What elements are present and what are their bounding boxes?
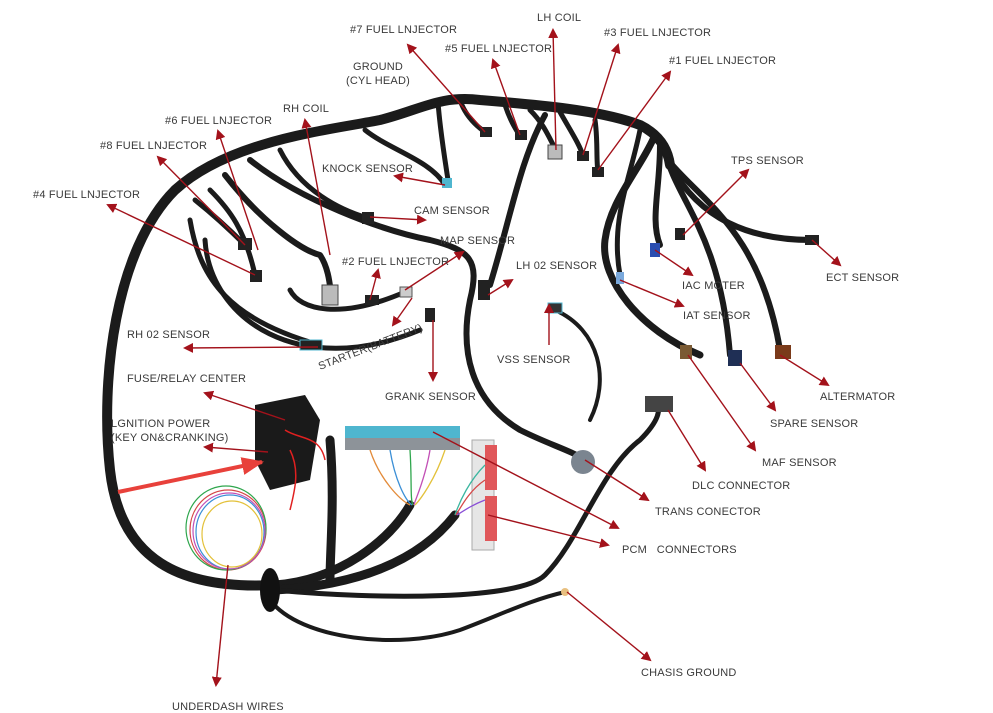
label-ground-cyl-head: (CYL HEAD)	[346, 75, 410, 87]
label-rh-o2-sensor: RH 02 SENSOR	[127, 329, 210, 341]
label-fuel-injector-3: #3 FUEL LNJECTOR	[604, 27, 711, 39]
label-pcm-connectors: PCM CONNECTORS	[622, 544, 737, 556]
label-map-sensor: MAP SENSOR	[440, 235, 515, 247]
label-tps-sensor: TPS SENSOR	[731, 155, 804, 167]
harness-cables	[102, 94, 815, 642]
label-trans-connector: TRANS CONECTOR	[655, 506, 761, 518]
label-fuel-injector-6: #6 FUEL LNJECTOR	[165, 115, 272, 127]
label-dlc-connector: DLC CONNECTOR	[692, 480, 790, 492]
label-underdash-wires: UNDERDASH WIRES	[172, 701, 284, 713]
label-fuel-injector-7: #7 FUEL LNJECTOR	[350, 24, 457, 36]
label-fuel-injector-2: #2 FUEL LNJECTOR	[342, 256, 449, 268]
label-lh-coil: LH COIL	[537, 12, 581, 24]
label-spare-sensor: SPARE SENSOR	[770, 418, 858, 430]
label-cam-sensor: CAM SENSOR	[414, 205, 490, 217]
label-vss-sensor: VSS SENSOR	[497, 354, 571, 366]
label-chassis-ground: CHASIS GROUND	[641, 667, 737, 679]
label-rh-coil: RH COIL	[283, 103, 329, 115]
label-fuse-relay-center: FUSE/RELAY CENTER	[127, 373, 246, 385]
label-fuel-injector-4: #4 FUEL LNJECTOR	[33, 189, 140, 201]
label-lh-o2-sensor: LH 02 SENSOR	[516, 260, 597, 272]
label-iac-motor: IAC MOTER	[682, 280, 745, 292]
underdash-wire-coil	[185, 485, 267, 571]
label-fuel-injector-8: #8 FUEL LNJECTOR	[100, 140, 207, 152]
fuse-relay-block	[255, 395, 320, 490]
label-fuel-injector-1: #1 FUEL LNJECTOR	[669, 55, 776, 67]
label-ect-sensor: ECT SENSOR	[826, 272, 899, 284]
label-maf-sensor: MAF SENSOR	[762, 457, 837, 469]
label-iat-sensor: IAT SENSOR	[683, 310, 751, 322]
connectors	[185, 127, 819, 596]
callout-labels: #7 FUEL LNJECTOR GROUND (CYL HEAD) #5 FU…	[33, 12, 899, 713]
highlight-arrow	[117, 457, 264, 494]
label-crank-sensor: GRANK SENSOR	[385, 391, 476, 403]
label-ground: GROUND	[353, 61, 403, 73]
callout-arrows	[106, 28, 842, 687]
label-ignition-power: LGNITION POWER	[111, 418, 210, 430]
label-alternator: ALTERMATOR	[820, 391, 895, 403]
label-knock-sensor: KNOCK SENSOR	[322, 163, 413, 175]
label-fuel-injector-5: #5 FUEL LNJECTOR	[445, 43, 552, 55]
label-ignition-key-on-cranking: (KEY ON&CRANKING)	[111, 432, 229, 444]
